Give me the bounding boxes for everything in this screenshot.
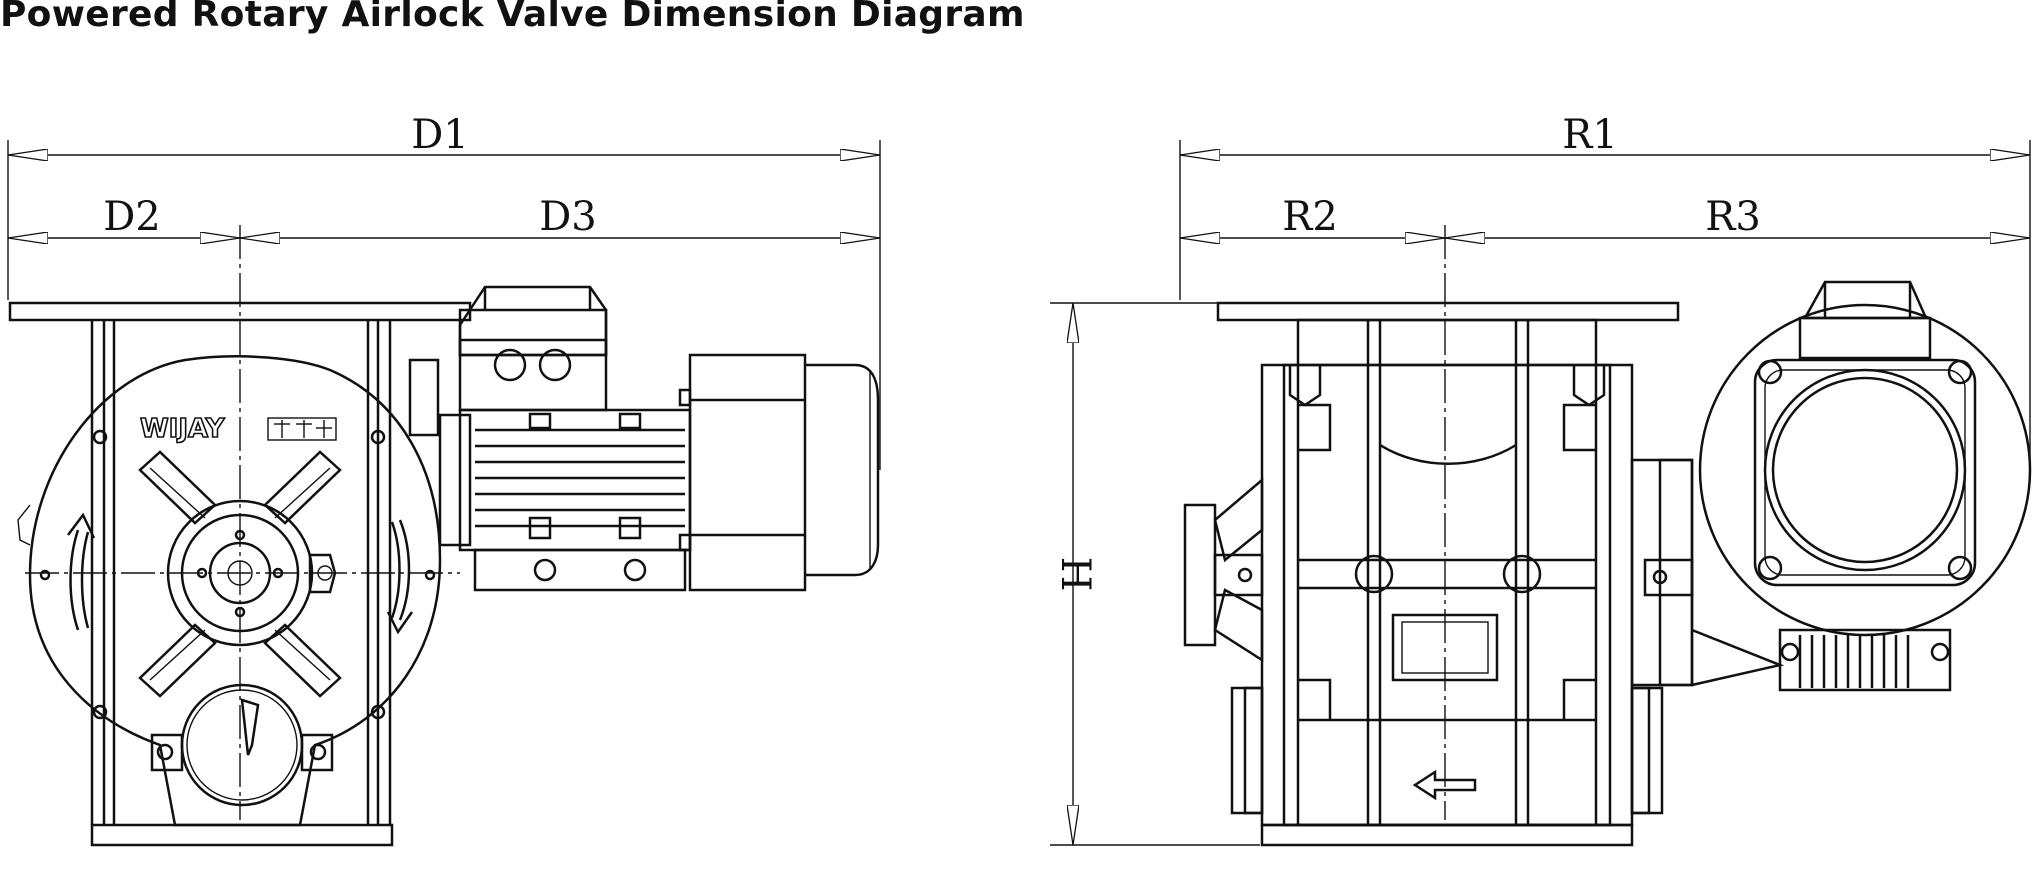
logo-cn-mark — [267, 417, 337, 441]
brand-logo: WIJAY — [140, 414, 226, 444]
shaft-hub — [166, 499, 337, 647]
rotation-arrow-right — [386, 519, 414, 635]
dimension-label-d1: D1 — [411, 112, 469, 158]
motor-end-cover — [678, 353, 880, 592]
flow-arrow-icon — [1412, 769, 1477, 801]
dimension-label-r2: R2 — [1282, 194, 1338, 240]
front-view: D1 D2 D3 WIJAY — [7, 112, 881, 847]
side-top-flange — [1216, 301, 1680, 322]
logo-cn-strokes — [274, 420, 332, 438]
side-bottom-flange — [1260, 823, 1634, 847]
motor-body — [458, 408, 692, 592]
housing-bolts — [39, 429, 436, 720]
outlet-port — [150, 683, 334, 807]
inspection-plate — [1391, 613, 1499, 682]
bearing-blocks — [1230, 686, 1664, 815]
rotation-arrow-left — [67, 512, 96, 631]
side-view: R1 R2 R3 H — [1050, 112, 2032, 847]
dimension-label-r3: R3 — [1705, 194, 1761, 240]
dimension-label-d3: D3 — [539, 194, 597, 240]
left-bracket — [1183, 477, 1264, 663]
motor-round-end — [1698, 280, 2032, 637]
dimension-label-d2: D2 — [103, 194, 161, 240]
dimension-label-r1: R1 — [1562, 112, 1618, 158]
terminal-box — [458, 285, 608, 412]
gearbox-fins — [1778, 628, 1952, 692]
side-body — [1260, 318, 1634, 827]
page-title: Powered Rotary Airlock Valve Dimension D… — [0, 0, 1025, 35]
dimension-label-h: H — [1052, 557, 1098, 592]
valve-housing — [28, 355, 442, 827]
bottom-flange — [90, 823, 394, 847]
